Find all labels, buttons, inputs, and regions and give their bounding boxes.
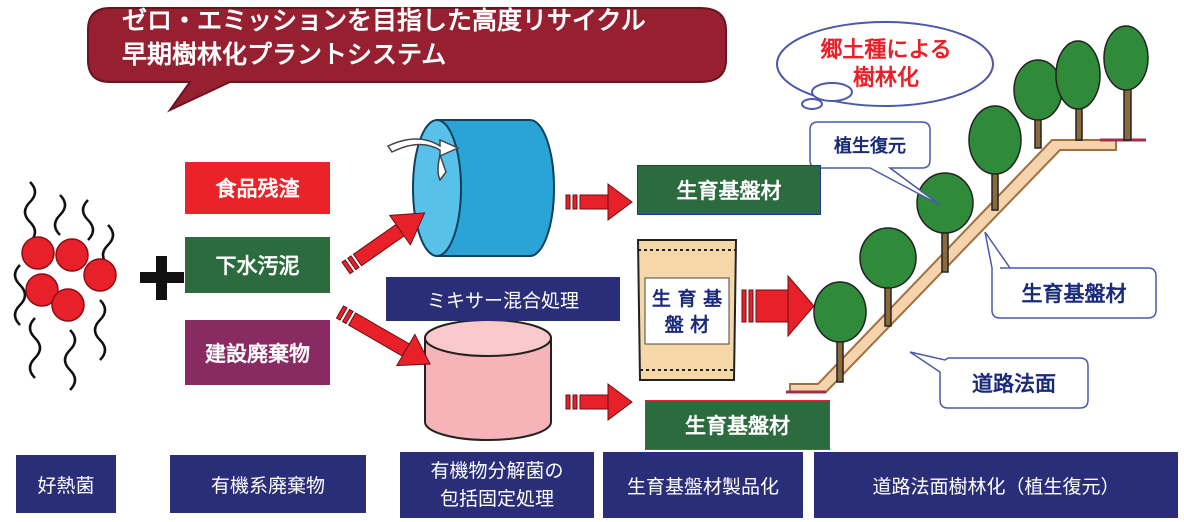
- callout-material: [984, 231, 1157, 319]
- title-text: ゼロ・エミッションを目指した高度リサイクル 早期樹林化プラントシステム: [88, 4, 726, 82]
- bag-label-line-2: 盤 材: [664, 314, 710, 336]
- title-line-2: 早期樹林化プラントシステム: [122, 40, 447, 69]
- material-label: 生育基盤材: [1021, 282, 1127, 306]
- revegetation-label: 植生復元: [834, 136, 906, 157]
- organic-waste-label: 有機系廃棄物: [170, 455, 366, 513]
- bacteria-icon: [13, 181, 117, 391]
- arrow-to-tank: [335, 305, 431, 367]
- sewage-sludge-box: 下水汚泥: [185, 237, 330, 293]
- bacteria-label: 好熱菌: [16, 455, 116, 513]
- plus-icon: [140, 256, 184, 300]
- afforestation-label: 道路法面樹林化（植生復元）: [814, 452, 1178, 518]
- arrow-to-slope: [741, 274, 815, 338]
- road-slope: [786, 138, 1146, 394]
- material-bag: [636, 239, 738, 381]
- title-line-1: ゼロ・エミッションを目指した高度リサイクル: [122, 6, 646, 35]
- fixation-line-1: 有機物分解菌の: [430, 460, 564, 482]
- construction-waste-box: 建設廃棄物: [185, 320, 330, 385]
- arrow-to-mixer: [341, 212, 426, 275]
- product-label: 生育基盤材製品化: [603, 452, 803, 518]
- bag-label-line-1: 生 育 基: [651, 288, 723, 310]
- rotation-arrow-icon: [386, 138, 460, 182]
- output-box-top: 生育基盤材: [637, 165, 821, 215]
- title-bubble: [87, 7, 727, 113]
- slope-label: 道路法面: [972, 372, 1056, 396]
- fixation-line-2: 包括固定処理: [439, 488, 554, 510]
- bag-label: 生 育 基 盤 材: [645, 280, 729, 344]
- fixation-label: 有機物分解菌の 包括固定処理: [400, 452, 594, 518]
- cloud-line-2: 樹林化: [852, 66, 919, 91]
- fermentation-tank: [424, 319, 552, 441]
- output-box-bottom: 生育基盤材: [645, 400, 830, 450]
- arrow-to-output-bottom: [565, 383, 633, 421]
- cloud-line-1: 郷土種による: [820, 38, 952, 63]
- cloud-bubble: [776, 21, 994, 110]
- tree-icon: [813, 25, 1149, 383]
- mixer-label: ミキサー混合処理: [386, 277, 620, 321]
- arrow-to-output-top: [565, 183, 633, 221]
- food-waste-box: 食品残渣: [185, 162, 330, 214]
- callout-revegetation: [809, 121, 941, 206]
- mixer-drum: [412, 119, 555, 257]
- cloud-text: 郷土種による 樹林化: [786, 30, 986, 100]
- callout-slope: [909, 351, 1089, 409]
